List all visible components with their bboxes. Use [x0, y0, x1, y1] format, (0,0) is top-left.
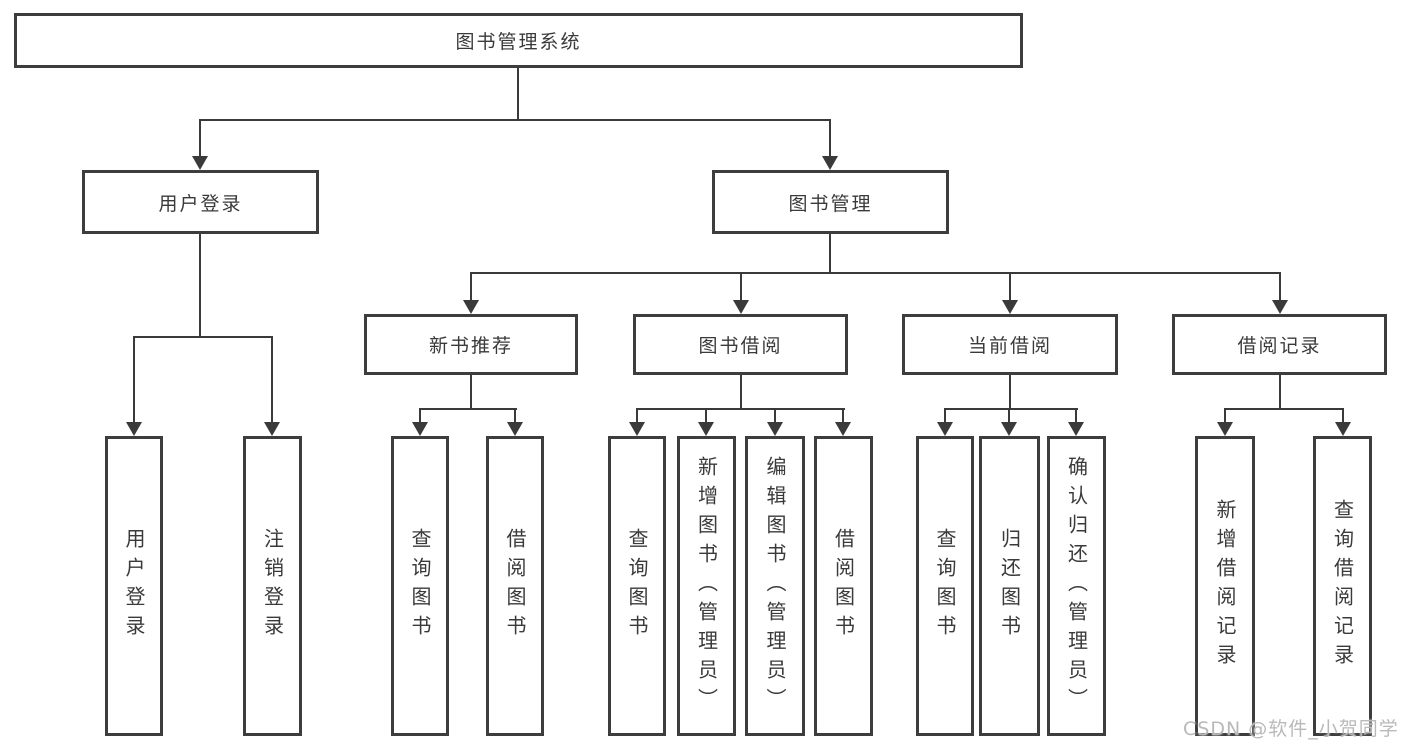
arrow-down-icon	[767, 422, 783, 436]
connector-segment	[1009, 272, 1011, 302]
leaf-return-book: 归还图书	[979, 436, 1040, 736]
node-current-borrow: 当前借阅	[902, 314, 1118, 375]
arrow-down-icon	[629, 422, 645, 436]
connector-segment	[271, 336, 273, 423]
leaf-query-books-borrow: 查询图书	[608, 436, 666, 736]
connector-segment	[1279, 272, 1281, 302]
arrow-down-icon	[1002, 300, 1018, 314]
connector-segment	[636, 408, 845, 410]
connector-segment	[1224, 408, 1344, 410]
connector-segment	[133, 336, 135, 423]
arrow-down-icon	[192, 156, 208, 170]
connector-segment	[133, 336, 273, 338]
leaf-add-book-admin: 新增图书（管理员）	[677, 436, 736, 736]
connector-segment	[944, 408, 1078, 410]
connector-segment	[740, 373, 742, 410]
connector-segment	[1075, 408, 1077, 423]
leaf-query-borrow-record: 查询借阅记录	[1313, 436, 1372, 736]
connector-segment	[774, 408, 776, 423]
arrow-down-icon	[126, 422, 142, 436]
node-book-borrow: 图书借阅	[633, 314, 848, 375]
connector-segment	[1342, 408, 1344, 423]
leaf-borrow-books: 借阅图书	[814, 436, 873, 736]
connector-segment	[1224, 408, 1226, 423]
connector-segment	[419, 408, 421, 423]
connector-segment	[470, 373, 472, 410]
arrow-down-icon	[835, 422, 851, 436]
arrow-down-icon	[412, 422, 428, 436]
leaf-borrow-books-recommend: 借阅图书	[486, 436, 544, 736]
connector-segment	[829, 119, 831, 157]
connector-segment	[1008, 408, 1010, 423]
connector-segment	[517, 66, 519, 121]
connector-segment	[829, 232, 831, 274]
arrow-down-icon	[463, 300, 479, 314]
leaf-user-login: 用户登录	[105, 436, 163, 736]
connector-segment	[470, 272, 1281, 274]
connector-segment	[514, 408, 516, 423]
connector-segment	[944, 408, 946, 423]
connector-segment	[705, 408, 707, 423]
arrow-down-icon	[1068, 422, 1084, 436]
arrow-down-icon	[698, 422, 714, 436]
arrow-down-icon	[937, 422, 953, 436]
connector-segment	[636, 408, 638, 423]
connector-segment	[199, 119, 831, 121]
connector-segment	[419, 408, 517, 410]
arrow-down-icon	[1217, 422, 1233, 436]
arrow-down-icon	[1001, 422, 1017, 436]
leaf-logout: 注销登录	[243, 436, 302, 736]
node-book-management: 图书管理	[712, 170, 949, 234]
connector-segment	[740, 272, 742, 302]
arrow-down-icon	[264, 422, 280, 436]
connector-segment	[842, 408, 844, 423]
connector-segment	[199, 119, 201, 157]
node-new-book-recommend: 新书推荐	[364, 314, 578, 375]
leaf-add-borrow-record: 新增借阅记录	[1195, 436, 1255, 736]
node-user-login: 用户登录	[82, 170, 319, 234]
node-library-system: 图书管理系统	[14, 13, 1023, 68]
arrow-down-icon	[733, 300, 749, 314]
arrow-down-icon	[1335, 422, 1351, 436]
arrow-down-icon	[507, 422, 523, 436]
arrow-down-icon	[1272, 300, 1288, 314]
leaf-query-books-recommend: 查询图书	[391, 436, 449, 736]
leaf-edit-book-admin: 编辑图书（管理员）	[745, 436, 805, 736]
connector-segment	[199, 232, 201, 338]
node-borrow-records: 借阅记录	[1172, 314, 1387, 375]
arrow-down-icon	[822, 156, 838, 170]
connector-segment	[1009, 373, 1011, 410]
watermark: CSDN @软件_小贺同学	[1183, 718, 1399, 740]
leaf-query-books-current: 查询图书	[916, 436, 974, 736]
connector-segment	[470, 272, 472, 302]
connector-segment	[1279, 373, 1281, 410]
leaf-confirm-return-admin: 确认归还（管理员）	[1047, 436, 1106, 736]
